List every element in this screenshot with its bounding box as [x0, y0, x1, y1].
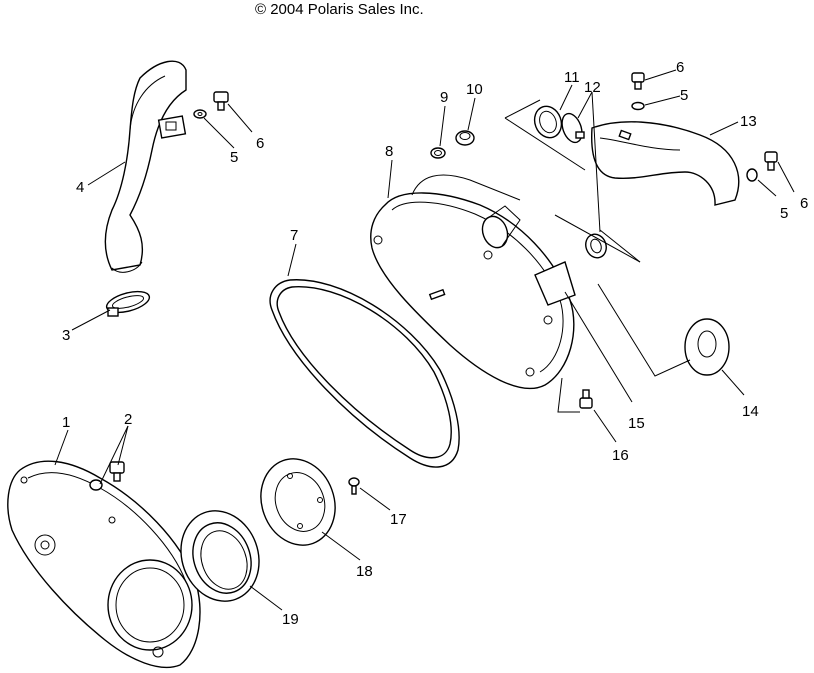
- part-9-o-ring: [430, 147, 446, 159]
- part-6-screw-left: [213, 91, 229, 111]
- part-5-washer-top: [631, 101, 645, 111]
- callout-6-right: 6: [800, 195, 808, 212]
- part-2-screw-washer: [89, 461, 125, 491]
- part-14-seal: [684, 318, 730, 376]
- callout-13: 13: [740, 113, 757, 130]
- part-17-pin: [348, 477, 360, 495]
- part-10-plug: [455, 130, 475, 146]
- callout-5-top: 5: [680, 87, 688, 104]
- part-12-clamp-lower: [585, 233, 607, 259]
- callout-18: 18: [356, 563, 373, 580]
- callout-3: 3: [62, 327, 70, 344]
- callout-15: 15: [628, 415, 645, 432]
- callout-9: 9: [440, 89, 448, 106]
- callout-19: 19: [282, 611, 299, 628]
- callout-2: 2: [124, 411, 132, 428]
- part-3-hose-clamp: [105, 290, 151, 317]
- callout-1: 1: [62, 414, 70, 431]
- part-6-screw-top: [631, 72, 645, 90]
- callout-12: 12: [584, 79, 601, 96]
- part-19-seal: [180, 510, 260, 602]
- callout-6-top: 6: [676, 59, 684, 76]
- callout-6-left: 6: [256, 135, 264, 152]
- leader-lines: [54, 69, 795, 611]
- callout-5-right: 5: [780, 205, 788, 222]
- part-5-washer-left: [193, 109, 207, 119]
- callout-11: 11: [564, 69, 580, 86]
- part-16-screw: [579, 389, 593, 409]
- part-11-coupler: [533, 105, 563, 139]
- part-6-screw-right: [764, 151, 778, 171]
- callout-4: 4: [76, 179, 84, 196]
- copyright-text: © 2004 Polaris Sales Inc.: [255, 1, 424, 18]
- callout-16: 16: [612, 447, 629, 464]
- callout-10: 10: [466, 81, 483, 98]
- part-13-outlet-duct: [591, 121, 740, 206]
- part-4-intake-duct: [104, 60, 187, 273]
- callout-8: 8: [385, 143, 393, 160]
- callout-17: 17: [390, 511, 407, 528]
- part-7-drive-belt: [269, 279, 460, 468]
- callout-5-left: 5: [230, 149, 238, 166]
- part-12-clamp-upper: [561, 112, 585, 144]
- part-18-plate: [260, 458, 336, 546]
- callout-14: 14: [742, 403, 759, 420]
- part-8-outer-clutch-cover: [370, 174, 576, 390]
- part-1-inner-clutch-cover: [7, 460, 201, 669]
- part-5-washer-right: [746, 168, 758, 182]
- callout-7: 7: [290, 227, 298, 244]
